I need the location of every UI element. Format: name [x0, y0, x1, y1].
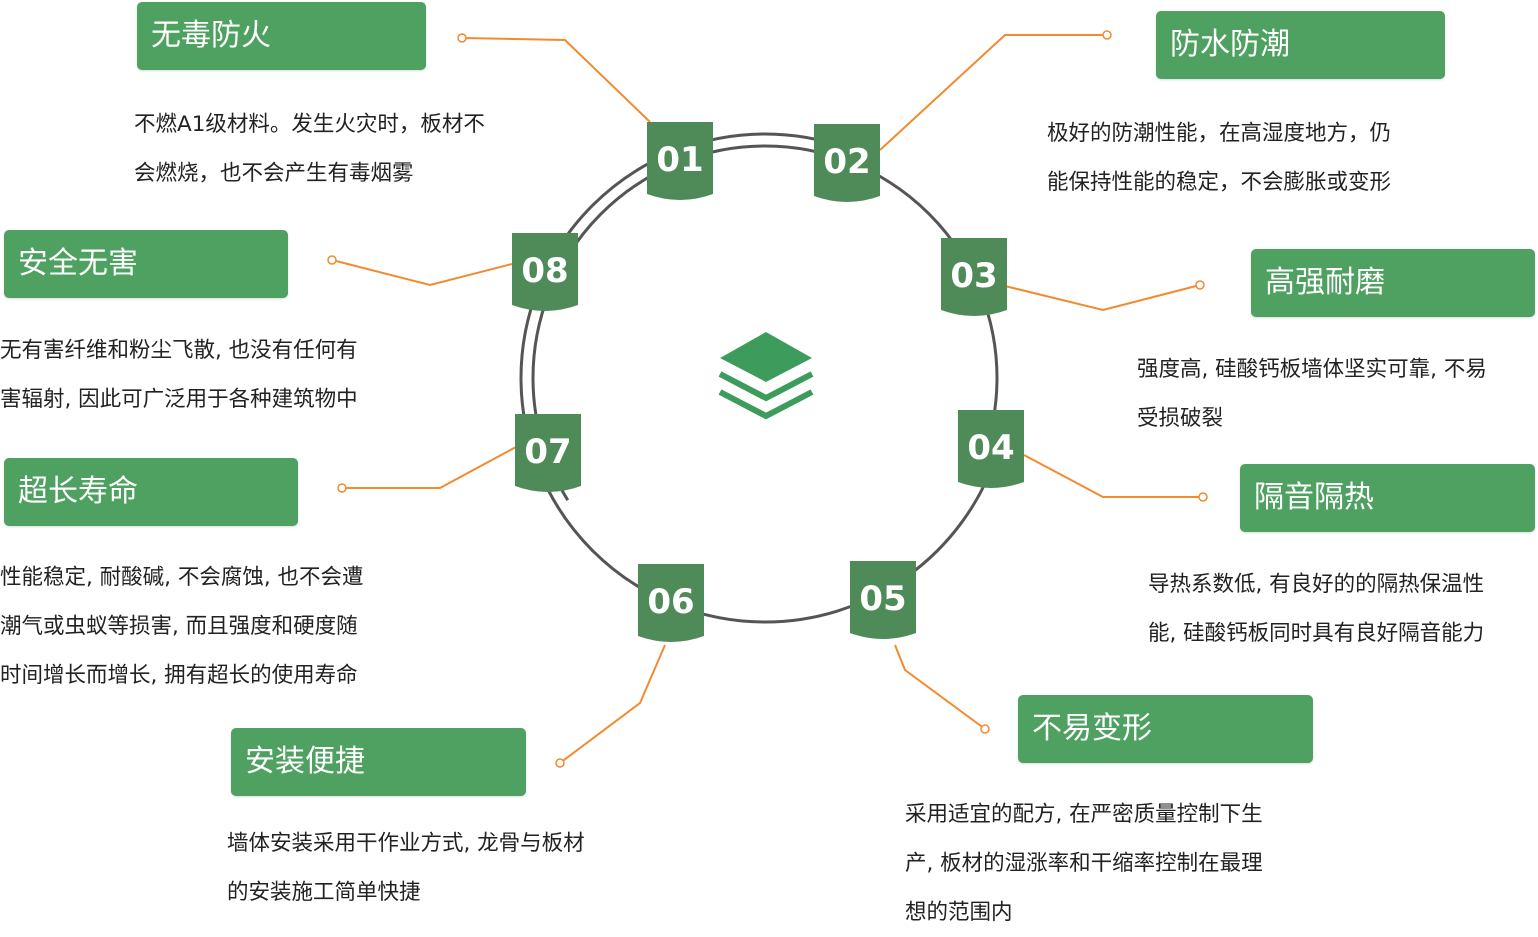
badge-number: 07 — [524, 432, 572, 472]
badge-04: 04 — [958, 410, 1024, 490]
title-box-03: 高强耐磨 — [1251, 249, 1535, 317]
badge-number: 06 — [647, 582, 695, 622]
badge-05: 05 — [850, 561, 916, 641]
description-line: 的安装施工简单快捷 — [227, 880, 421, 905]
description-line: 会燃烧，也不会产生有毒烟雾 — [134, 161, 414, 186]
description-line: 采用适宜的配方, 在严密质量控制下生 — [905, 802, 1263, 827]
title-box-06: 安装便捷 — [231, 728, 526, 796]
description-line: 无有害纤维和粉尘飞散, 也没有任何有 — [0, 338, 358, 363]
connector-07 — [342, 446, 517, 489]
badge-01: 01 — [647, 122, 713, 202]
description-line: 强度高, 硅酸钙板墙体坚实可靠, 不易 — [1137, 357, 1487, 382]
connector-02 — [879, 34, 1107, 151]
description-line: 墙体安装采用干作业方式, 龙骨与板材 — [227, 831, 585, 856]
description-01: 不燃A1级材料。发生火灾时，板材不 会燃烧，也不会产生有毒烟雾 — [134, 100, 485, 198]
description-line: 不燃A1级材料。发生火灾时，板材不 — [134, 112, 485, 137]
description-03: 强度高, 硅酸钙板墙体坚实可靠, 不易 受损破裂 — [1137, 345, 1487, 443]
description-line: 受损破裂 — [1137, 406, 1224, 431]
description-07: 性能稳定, 耐酸碱, 不会腐蚀, 也不会遭 潮气或虫蚁等损害, 而且强度和硬度随… — [0, 553, 364, 700]
connector-08 — [331, 259, 513, 287]
title-box-01: 无毒防火 — [137, 2, 426, 70]
layers-icon — [718, 330, 814, 430]
badge-number: 08 — [521, 251, 569, 291]
badge-number: 04 — [967, 428, 1015, 468]
badge-number: 01 — [656, 140, 704, 180]
description-02: 极好的防潮性能，在高湿度地方，仍 能保持性能的稳定，不会膨胀或变形 — [1047, 109, 1391, 207]
description-line: 害辐射, 因此可广泛用于各种建筑物中 — [0, 387, 358, 412]
badge-02: 02 — [814, 124, 880, 204]
description-06: 墙体安装采用干作业方式, 龙骨与板材 的安装施工简单快捷 — [227, 819, 585, 917]
description-line: 能保持性能的稳定，不会膨胀或变形 — [1047, 170, 1392, 195]
description-line: 能, 硅酸钙板同时具有良好隔音能力 — [1148, 621, 1485, 646]
badge-03: 03 — [941, 238, 1007, 318]
connectors — [331, 34, 1203, 764]
description-line: 性能稳定, 耐酸碱, 不会腐蚀, 也不会遭 — [0, 565, 364, 590]
description-line: 想的范围内 — [905, 900, 1013, 925]
title-box-08: 安全无害 — [4, 230, 288, 298]
description-line: 时间增长而增长, 拥有超长的使用寿命 — [0, 663, 358, 688]
ring — [519, 132, 1011, 624]
badge-number: 05 — [859, 579, 907, 619]
description-05: 采用适宜的配方, 在严密质量控制下生 产, 板材的湿涨率和干缩率控制在最理 想的… — [905, 790, 1263, 937]
description-04: 导热系数低, 有良好的的隔热保温性 能, 硅酸钙板同时具有良好隔音能力 — [1148, 560, 1484, 658]
badge-number: 02 — [823, 142, 871, 182]
connector-04 — [1023, 454, 1203, 498]
description-line: 潮气或虫蚁等损害, 而且强度和硬度随 — [0, 614, 358, 639]
connector-01 — [461, 37, 651, 123]
title-box-02: 防水防潮 — [1156, 11, 1445, 79]
title-box-04: 隔音隔热 — [1240, 464, 1535, 532]
connector-06 — [559, 644, 666, 764]
description-line: 导热系数低, 有良好的的隔热保温性 — [1148, 572, 1485, 597]
connector-dots — [327, 30, 1208, 768]
description-line: 极好的防潮性能，在高湿度地方，仍 — [1047, 121, 1392, 146]
badge-number: 03 — [950, 256, 998, 296]
title-box-07: 超长寿命 — [4, 458, 298, 526]
connector-05 — [894, 644, 986, 730]
connector-03 — [1004, 284, 1201, 312]
description-line: 产, 板材的湿涨率和干缩率控制在最理 — [905, 851, 1263, 876]
badge-06: 06 — [638, 564, 704, 644]
title-box-05: 不易变形 — [1018, 695, 1313, 763]
badge-08: 08 — [512, 233, 578, 313]
description-08: 无有害纤维和粉尘飞散, 也没有任何有 害辐射, 因此可广泛用于各种建筑物中 — [0, 326, 358, 424]
badge-07: 07 — [515, 414, 581, 494]
